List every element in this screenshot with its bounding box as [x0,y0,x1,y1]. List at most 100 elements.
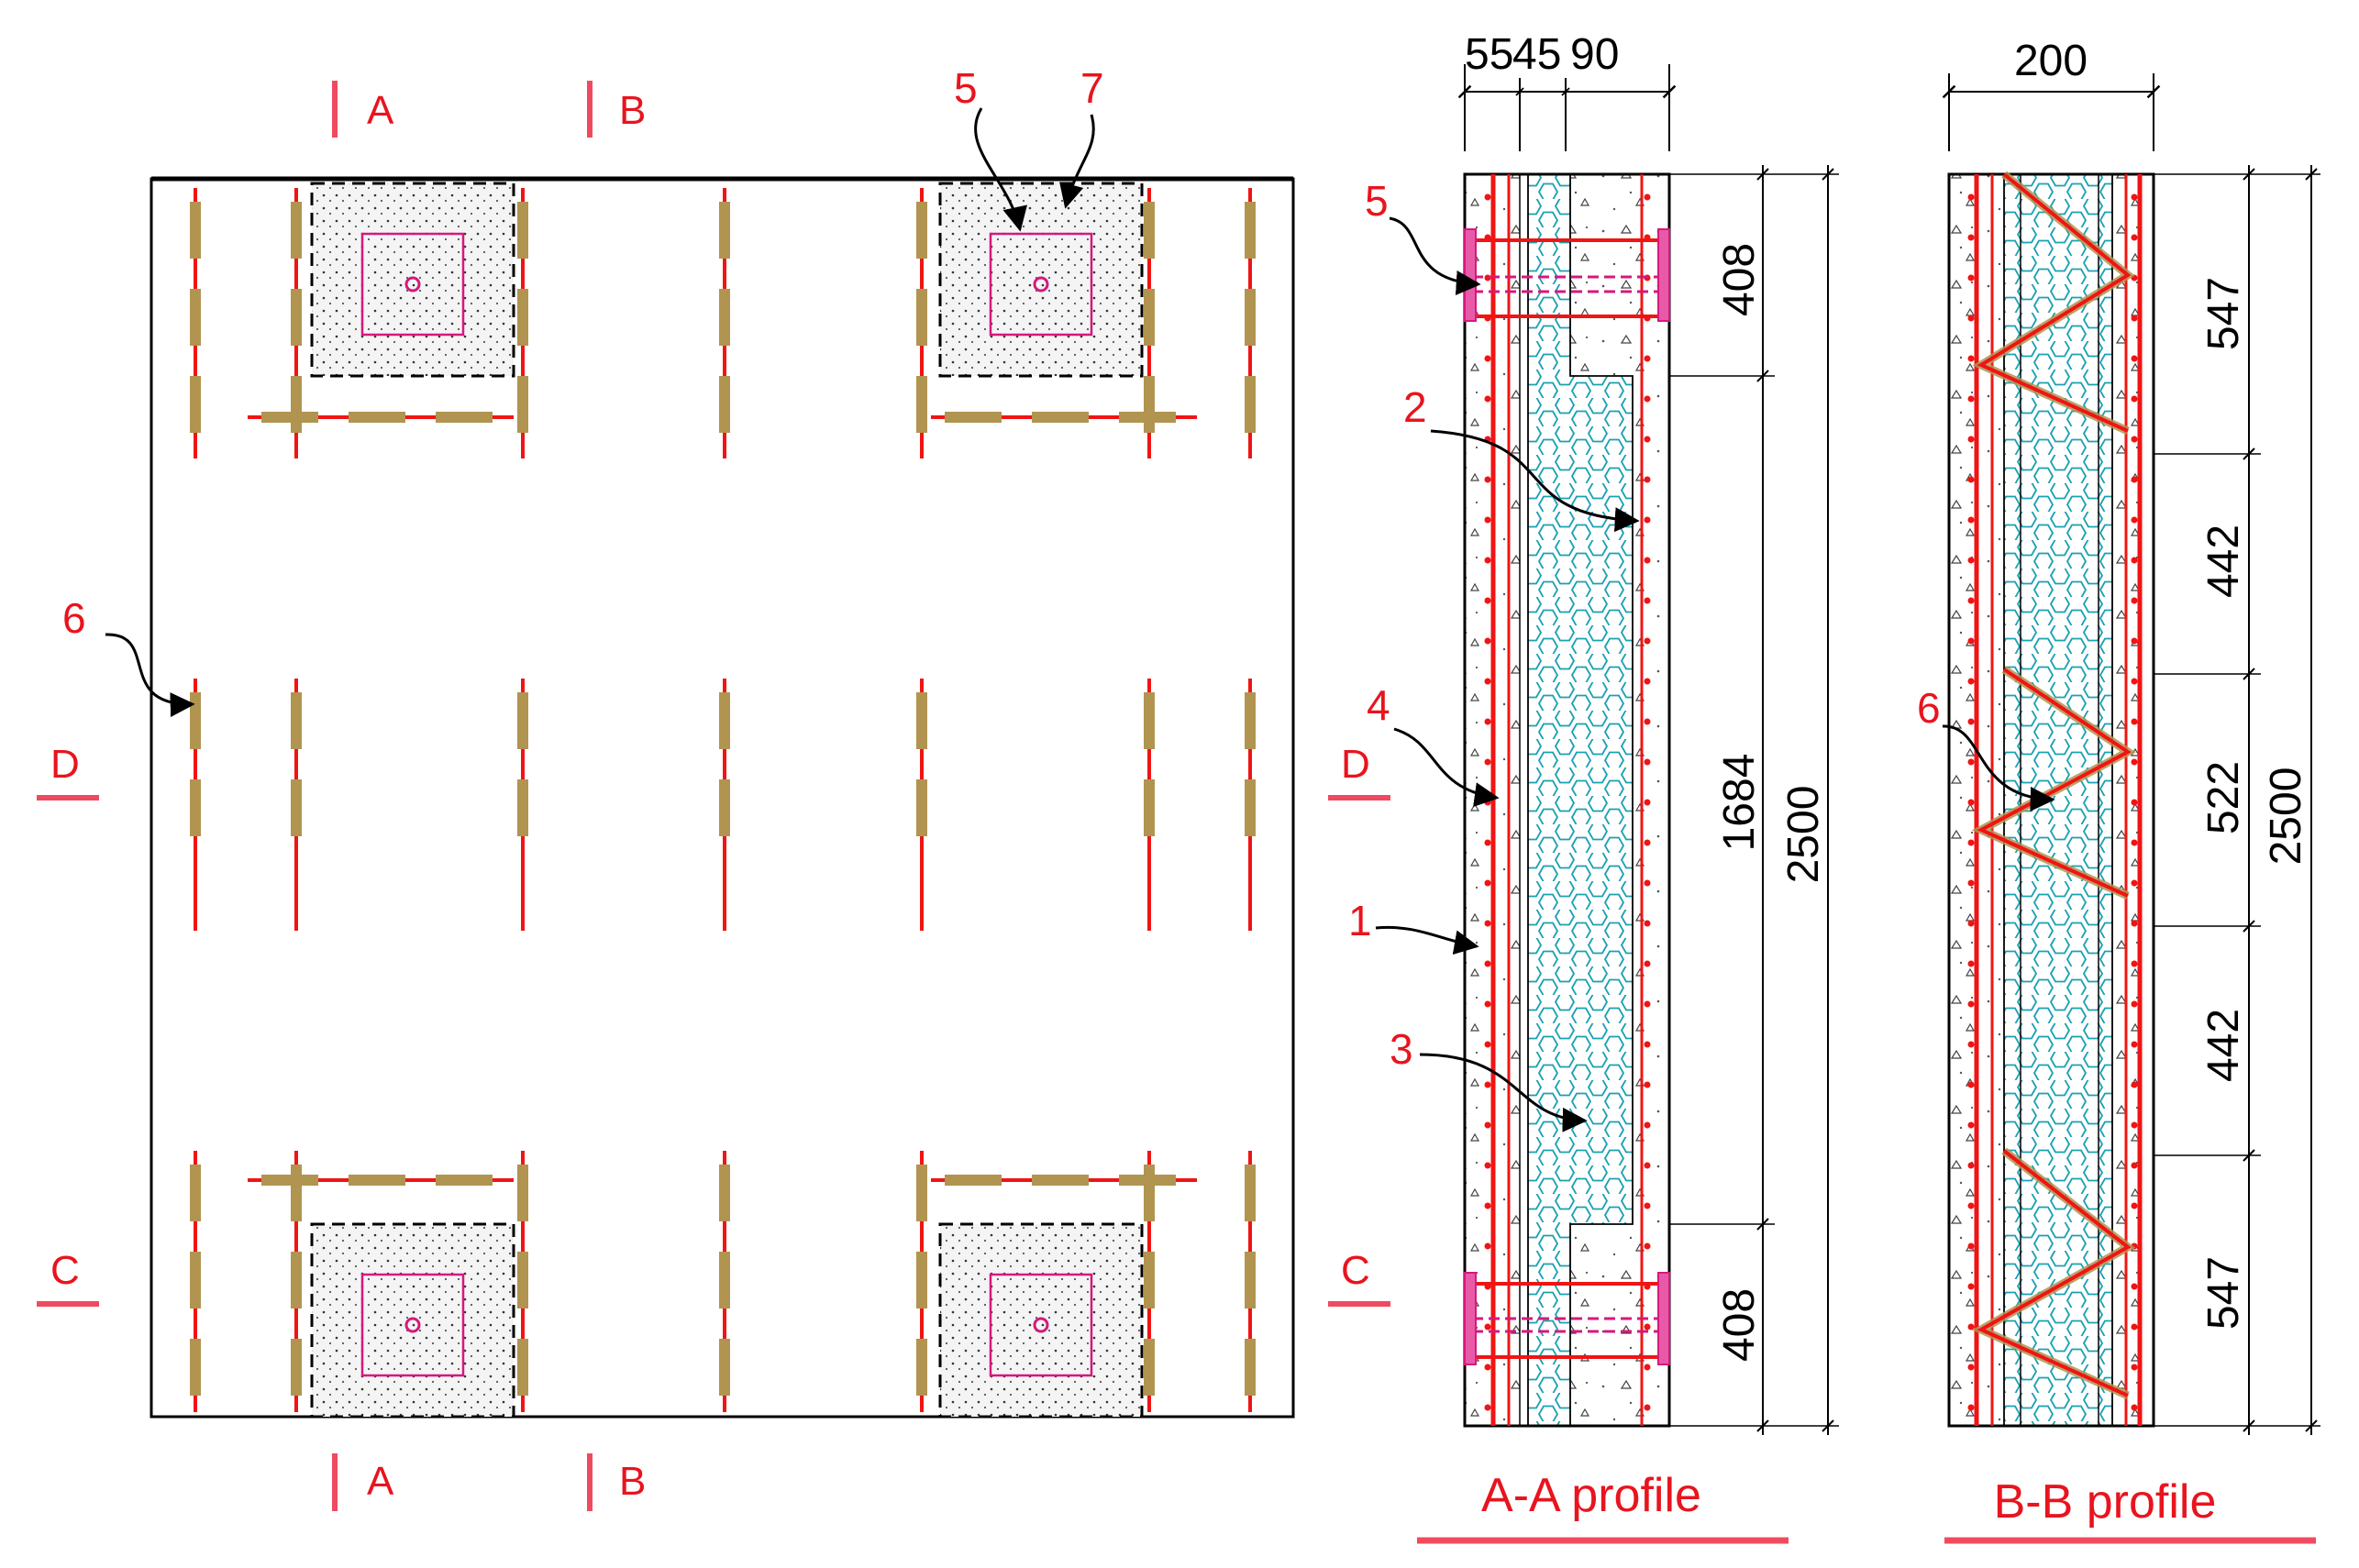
rebar-section-dot [2131,234,2138,241]
section-b-bottom-label: B [619,1459,646,1504]
rebar-section-dot [2131,758,2138,766]
rebar-section-dot [1484,1121,1491,1129]
rebar-section-dot [2131,839,2138,846]
rebar-section-dot [2131,1202,2138,1209]
rebar-section-dot [1967,1283,1975,1290]
connector-segment [517,289,528,346]
connector-segment [291,1339,302,1396]
connector-segment [517,1165,528,1221]
rebar-section-dot [1644,1242,1651,1250]
profile-bb: 200 547 442 522 442 547 2500 6 B-B profi… [1917,37,2320,1544]
aa-bottom-anchor [1464,1272,1670,1365]
rebar-section-dot [1484,476,1491,483]
section-c-left-label: C [50,1248,80,1293]
anchor-hole-icon [1033,276,1049,293]
rebar-section-dot [1967,839,1975,846]
connector-segment [1144,779,1155,836]
rebar-section-dot [2131,1162,2138,1169]
rebar-section-dot [1967,879,1975,887]
rebar-section-dot [1484,1364,1491,1371]
rebar-section-dot [1644,516,1651,524]
rebar-section-dot [2131,1283,2138,1290]
aa-top-anchor [1464,228,1670,322]
connector-segment [517,202,528,259]
aa-dim-1684: 1684 [1715,754,1764,852]
rebar-section-dot [1967,1364,1975,1371]
connector-segment [517,1252,528,1309]
rebar-section-dot [1484,1041,1491,1048]
rebar-section-dot [1644,436,1651,443]
profile-aa: 55 45 90 [1348,30,1839,1544]
rebar-section-dot [2131,597,2138,604]
aa-dim-45: 45 [1512,30,1561,79]
connector-segment [719,1252,730,1309]
connector-segment [1245,1165,1256,1221]
rebar-section-dot [1484,637,1491,645]
rebar-section-dot [1484,758,1491,766]
rebar-section-dot [1644,1041,1651,1048]
connector-segment [1245,692,1256,749]
connector-segment [1144,202,1155,259]
aa-dim-2500: 2500 [1779,786,1828,884]
rebar-section-dot [2131,1000,2138,1008]
connector-segment [190,692,201,749]
connector-segment [517,1339,528,1396]
connector-segment [1119,412,1176,423]
connector-segment [261,412,318,423]
rebar-section-dot [1644,799,1651,806]
connector-segment [719,202,730,259]
connector-segment [517,692,528,749]
rebar-section-dot [1644,1081,1651,1088]
section-a-top-label: A [367,88,394,133]
rebar-section-dot [1484,678,1491,685]
rebar-section-dot [1967,234,1975,241]
rebar-section-dot [1484,799,1491,806]
rebar-section-dot [1967,1041,1975,1048]
bb-profile-title: B-B profile [1994,1475,2217,1529]
connector-segment [190,376,201,433]
rebar-section-dot [2131,718,2138,725]
connector-segment [291,202,302,259]
connector-segment [517,779,528,836]
rebar-section-dot [1644,476,1651,483]
rebar-section-dot [2131,315,2138,322]
connector-segment [916,202,927,259]
connector-segment [1245,1252,1256,1309]
connector-segment [261,1175,318,1186]
rebar-section-dot [2131,678,2138,685]
rebar-section-dot [1644,637,1651,645]
rebar-section-dot [2131,355,2138,362]
rebar-section-dot [1967,1242,1975,1250]
bb-dim-442-lower: 442 [2199,1009,2248,1082]
rebar-section-dot [1644,1364,1651,1371]
connector-segment [719,692,730,749]
callout-5-label: 5 [954,64,978,112]
rebar-section-dot [1484,718,1491,725]
connector-segment [1144,1252,1155,1309]
connector-segment [190,202,201,259]
rebar-section-dot [1967,1202,1975,1209]
rebar-section-dot [1644,193,1651,201]
connector-segment [916,1252,927,1309]
rebar-section-dot [1967,1404,1975,1411]
bb-rebar-dots [1967,193,2138,1411]
plan-view: A B A B D D C C 5 7 6 [37,64,1390,1511]
rebar-section-dot [2131,637,2138,645]
rebar-section-dot [1644,1323,1651,1331]
rebar-section-dot [1644,597,1651,604]
rebar-section-dot [1967,557,1975,564]
connector-segment [1119,1175,1176,1186]
rebar-section-dot [2131,516,2138,524]
rebar-section-dot [1967,678,1975,685]
rebar-section-dot [1967,637,1975,645]
rebar-section-dot [1967,718,1975,725]
anchor-hole-icon [404,276,421,293]
rebar-section-dot [1967,1000,1975,1008]
connector-segment [916,289,927,346]
connector-segment [517,376,528,433]
rebar-section-dot [1644,678,1651,685]
diagonal-rebar [1977,1149,2132,1397]
rebar-section-dot [1644,879,1651,887]
callout-7-label: 7 [1080,64,1104,112]
